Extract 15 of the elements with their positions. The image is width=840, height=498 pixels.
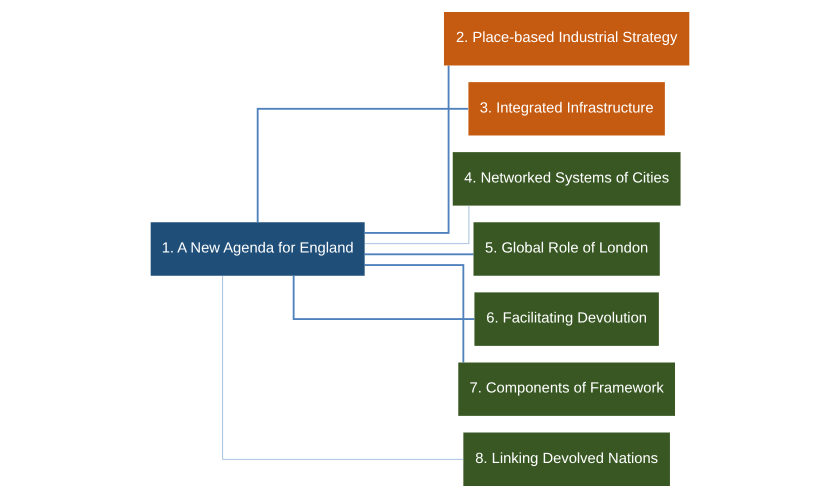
node-box: 6. Facilitating Devolution (474, 292, 659, 346)
node-box: 1. A New Agenda for England (150, 222, 365, 276)
node-box: 7. Components of Framework (458, 362, 676, 416)
connector (364, 253, 474, 256)
connector (222, 276, 464, 460)
node-box: 4. Networked Systems of Cities (452, 152, 681, 206)
node-box: 3. Integrated Infrastructure (468, 82, 665, 136)
connector (292, 276, 474, 320)
connector (364, 206, 470, 244)
node-box: 2. Place-based Industrial Strategy (444, 12, 690, 66)
connector (364, 66, 450, 234)
connector (256, 108, 468, 222)
connector (364, 264, 464, 362)
node-box: 8. Linking Devolved Nations (463, 432, 670, 486)
node-box: 5. Global Role of London (474, 222, 660, 276)
